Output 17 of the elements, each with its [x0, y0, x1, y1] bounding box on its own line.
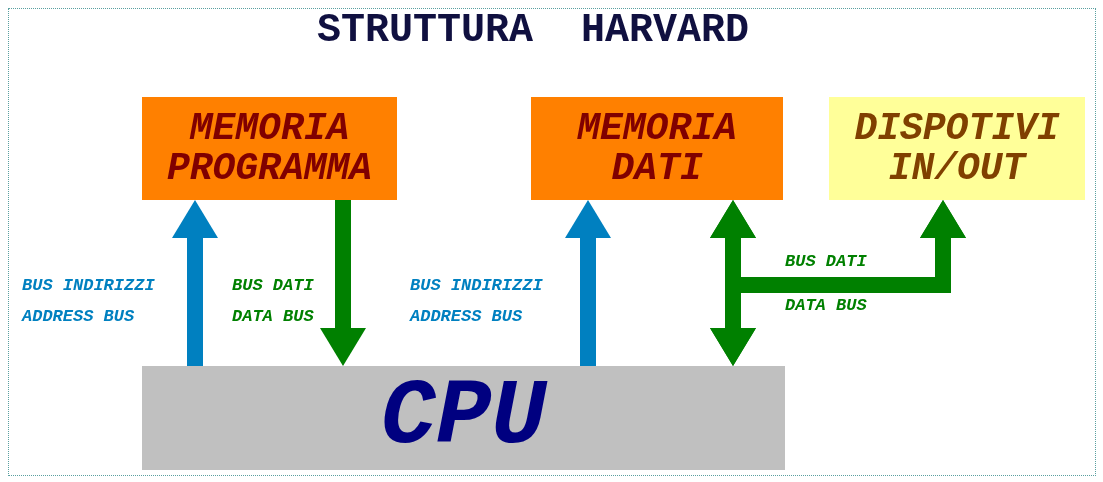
bus-arrow — [320, 200, 366, 366]
bus-arrow — [710, 200, 966, 366]
diagram-title: STRUTTURA HARVARD — [315, 8, 751, 53]
edge-label: BUS DATI DATA BUS — [785, 251, 868, 317]
block-box — [531, 97, 783, 200]
block-label: MEMORIA PROGRAMMA — [165, 108, 374, 189]
edge-label: BUS INDIRIZZI ADDRESS BUS — [410, 275, 544, 328]
block-label: DISPOTIVI IN/OUT — [853, 108, 1061, 189]
block-box — [829, 97, 1085, 200]
block-label: CPU — [380, 369, 547, 467]
edge-label: BUS INDIRIZZI ADDRESS BUS — [22, 275, 156, 328]
bus-arrow — [172, 200, 218, 366]
block-label: MEMORIA DATI — [576, 108, 738, 189]
edge-label: BUS DATI DATA BUS — [232, 275, 315, 328]
block-box — [142, 366, 785, 470]
bus-arrow — [565, 200, 611, 366]
block-box — [142, 97, 397, 200]
